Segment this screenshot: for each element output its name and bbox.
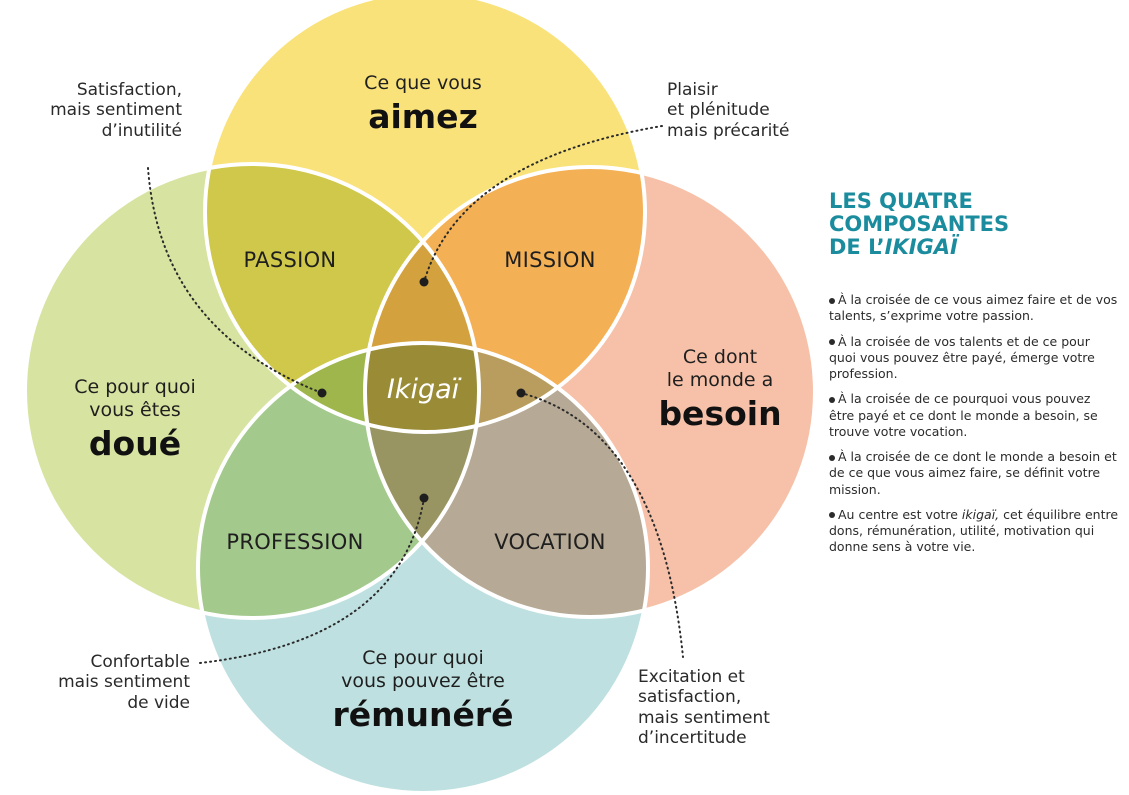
leader-line-satisfaction: [147, 167, 323, 394]
label-remunere: Ce pour quoi vous pouvez être rémunéré: [303, 647, 543, 734]
zone-label-mission: MISSION: [504, 248, 596, 272]
note-line: mais précarité: [667, 120, 790, 141]
dot-marker: [419, 277, 429, 287]
label-doue: Ce pour quoi vous êtes doué: [50, 376, 220, 463]
label-aimez-line1: Ce que vous: [364, 72, 482, 94]
leader-line-plaisir: [423, 125, 663, 283]
zone-label-vocation: VOCATION: [494, 530, 606, 554]
bullet-icon: [829, 454, 835, 461]
list-item: À la croisée de vos talents et de ce pou…: [829, 334, 1119, 383]
zone-label-profession: PROFESSION: [226, 530, 364, 554]
list-item: Au centre est votre ikigaï, cet équilibr…: [829, 507, 1119, 556]
label-remunere-line1: Ce pour quoi: [362, 647, 484, 669]
bullet-icon: [829, 396, 835, 403]
label-aimez-bold: aimez: [368, 96, 478, 136]
label-doue-line2: vous êtes: [89, 398, 181, 421]
ikigai-venn-diagram: [23, 0, 817, 795]
note-line: Plaisir: [667, 80, 718, 100]
label-besoin-bold: besoin: [658, 393, 782, 433]
leader-line-confortable: [199, 497, 425, 664]
leader-line-excitation: [520, 392, 684, 658]
bullet-icon: [829, 512, 835, 519]
sidebar-title: LES QUATRE COMPOSANTES DE L’IKIGAÏ: [829, 189, 1109, 259]
list-item-prefix: Au centre est votre: [838, 506, 962, 522]
sidebar-title-italic: IKIGAÏ: [884, 235, 958, 260]
note-plaisir: Plaisir et plénitude mais précarité: [667, 80, 827, 141]
list-item-text: À la croisée de ce vous aimez faire et d…: [829, 292, 1118, 324]
sidebar-title-line: DE L’IKIGAÏ: [829, 236, 1109, 259]
note-satisfaction: Satisfaction, mais sentiment d’inutilité: [20, 80, 182, 141]
label-doue-bold: doué: [88, 423, 182, 463]
note-line: mais sentiment: [638, 707, 770, 728]
sidebar-list: À la croisée de ce vous aimez faire et d…: [829, 292, 1119, 565]
label-remunere-line2: vous pouvez être: [341, 669, 505, 692]
bullet-icon: [829, 339, 835, 345]
sidebar-title-line: COMPOSANTES: [829, 212, 1010, 237]
note-line: Confortable: [90, 652, 190, 672]
bullet-icon: [829, 297, 835, 304]
note-line: mais sentiment: [50, 100, 182, 121]
note-line: d’incertitude: [638, 728, 747, 749]
label-remunere-bold: rémunéré: [332, 694, 514, 734]
list-item: À la croisée de ce pourquoi vous pouvez …: [829, 391, 1119, 440]
note-excitation: Excitation et satisfaction, mais sentime…: [638, 667, 808, 749]
note-line: d’inutilité: [101, 120, 182, 141]
sidebar-title-line: LES QUATRE: [829, 189, 973, 213]
circle-outlines: [23, 0, 817, 795]
note-line: de vide: [127, 692, 190, 713]
list-item-text: À la croisée de vos talents et de ce pou…: [829, 333, 1095, 382]
label-aimez: Ce que vous aimez: [323, 72, 523, 136]
zone-label-ikigai: Ikigaï: [386, 374, 460, 405]
list-item-suffix: cet équilibre entre dons, rémunération, …: [829, 506, 1119, 555]
note-line: et plénitude: [667, 100, 770, 121]
label-besoin: Ce dont le monde a besoin: [630, 346, 810, 433]
label-besoin-line1: Ce dont: [682, 346, 758, 368]
dot-marker: [516, 388, 526, 398]
note-line: mais sentiment: [58, 672, 190, 693]
note-line: Satisfaction,: [76, 80, 182, 100]
label-doue-line1: Ce pour quoi: [74, 376, 196, 398]
list-item: À la croisée de ce dont le monde a besoi…: [829, 449, 1119, 498]
list-item-text: À la croisée de ce dont le monde a besoi…: [829, 449, 1117, 497]
list-item: À la croisée de ce vous aimez faire et d…: [829, 292, 1119, 325]
list-item-text: À la croisée de ce pourquoi vous pouvez …: [829, 391, 1098, 439]
list-item-italic: ikigaï,: [961, 506, 1000, 522]
zone-label-passion: PASSION: [243, 248, 337, 272]
note-line: satisfaction,: [638, 687, 742, 708]
dot-marker: [419, 493, 429, 503]
note-confortable: Confortable mais sentiment de vide: [30, 652, 190, 713]
sidebar-title-prefix: DE L’: [829, 235, 885, 260]
label-besoin-line2: le monde a: [666, 368, 774, 391]
note-line: Excitation et: [638, 667, 745, 687]
dot-marker: [317, 388, 327, 398]
